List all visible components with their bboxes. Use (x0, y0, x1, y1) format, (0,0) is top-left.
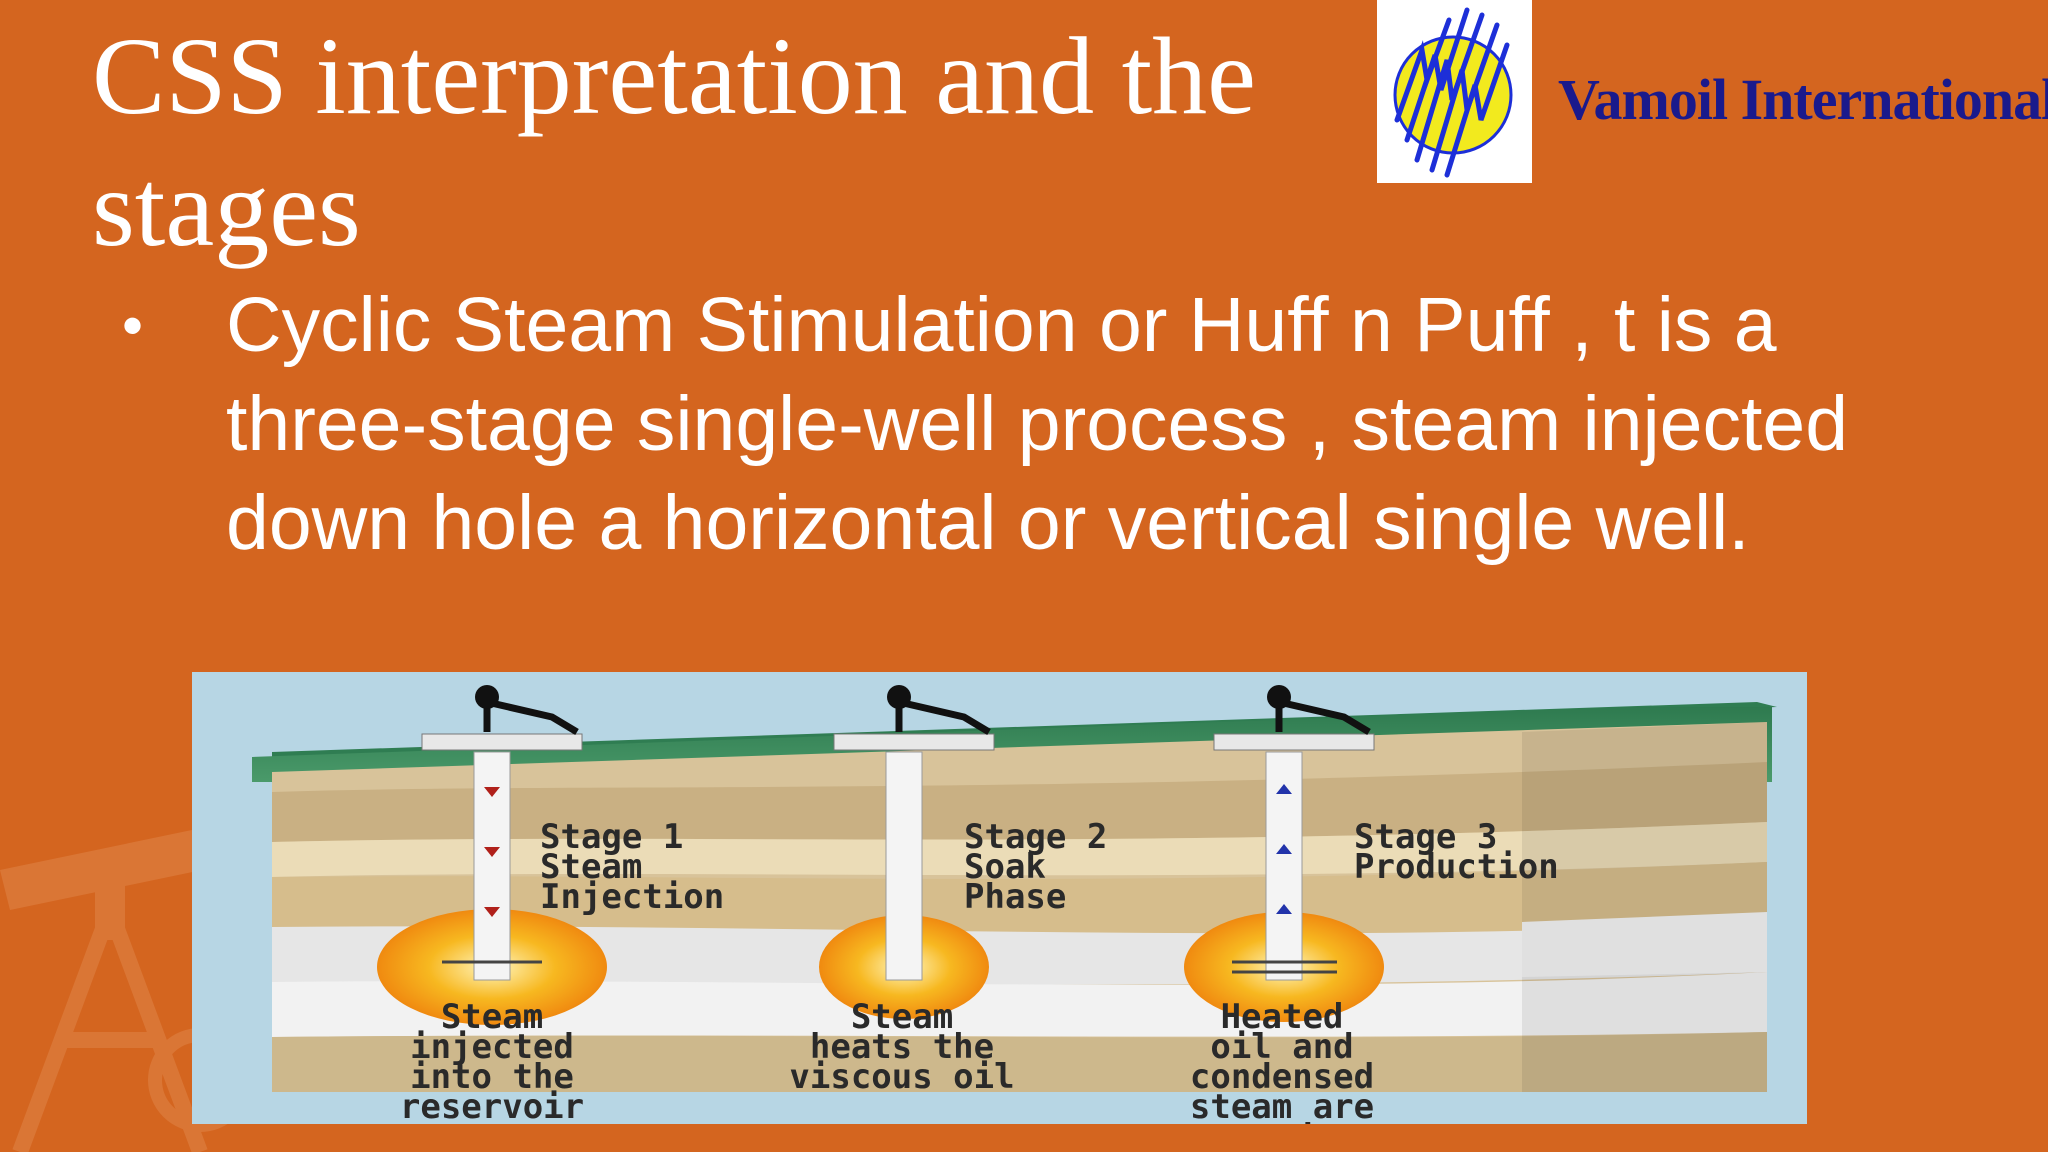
stage-3-title: Stage 3 Production (1354, 817, 1559, 887)
stage-1-title: Stage 1 Steam Injection (540, 817, 725, 917)
diagram-illustration (252, 685, 1777, 1092)
stage-3-caption: Heated oil and condensed steam are pumpe… (1189, 997, 1375, 1124)
wellhead-icons (421, 685, 1375, 751)
vamoil-logo-icon (1393, 7, 1513, 178)
logo (1377, 0, 1532, 183)
stage-1-caption: Steam injected into the reservoir (399, 997, 585, 1124)
slide-title: CSS interpretation and the stages (92, 15, 1256, 269)
pumpjack-watermark-icon (0, 820, 252, 1152)
bullet-text: Cyclic Steam Stimulation or Huff n Puff … (226, 282, 1849, 566)
css-diagram: Stage 1 Steam Injection Stage 2 Soak Pha… (192, 672, 1807, 1124)
bullet-marker: • (122, 292, 144, 359)
stage-2-title: Stage 2 Soak Phase (964, 817, 1108, 917)
brand-name: Vamoil International (1558, 67, 2048, 132)
stage-2-caption: Steam heats the viscous oil (789, 997, 1015, 1097)
